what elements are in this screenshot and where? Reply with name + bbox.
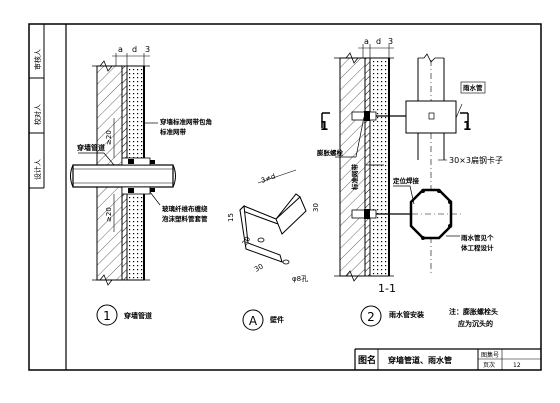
dim-side-bottom: ≥20	[105, 207, 113, 222]
detail-a-marker	[242, 309, 264, 331]
detail-2-downpipe: a d 3 1 1 雨水管 30×3扁钢卡子 膨胀螺栓 标准网带	[316, 37, 503, 327]
drawing-title: 穿墙管道、雨水管	[388, 355, 452, 365]
detail-a-bracket: 3≠d 15 30 30 30 φ8孔 A 壁件	[227, 169, 320, 331]
dim-bracket-30c: 30	[312, 203, 320, 212]
dim-bracket-30b: 30	[253, 262, 265, 273]
section-1-1-caption: 1-1	[378, 282, 396, 295]
detail-2-caption: 雨水管安装	[389, 310, 424, 319]
dim-bracket-hole: φ8孔	[292, 275, 308, 283]
dim2-d: d	[376, 37, 381, 46]
callout-mesh-corner: 穿墙标准网带包角	[160, 117, 212, 126]
outer-frame	[28, 23, 542, 371]
dim-3: 3	[145, 45, 150, 54]
dim-side-top: ≥20	[105, 130, 113, 145]
note-line-1: 注：膨胀螺栓头	[449, 307, 498, 316]
downpipe-note-1: 雨水管见个	[461, 233, 494, 242]
dim-bracket-15: 15	[227, 213, 235, 222]
callout-fiberglass: 玻璃纤维布缠绕	[162, 204, 208, 213]
page-number: 12	[513, 362, 521, 369]
callout-mesh: 标准网带	[159, 127, 187, 136]
page-label: 页次	[483, 361, 495, 369]
detail-a-caption: 壁件	[270, 315, 284, 324]
detail-2-marker	[360, 305, 382, 327]
downpipe-note-2: 体工程设计	[461, 243, 494, 252]
detail-a-letter: A	[249, 314, 258, 328]
dim2-a: a	[364, 37, 369, 46]
dim-d: d	[132, 45, 137, 54]
detail-2-number: 2	[367, 310, 375, 324]
atlas-label: 图集号	[481, 351, 499, 359]
callout-foam-sleeve: 泡沫塑料管套管	[162, 214, 208, 223]
wall-2	[339, 57, 366, 277]
anchor-bolt-label: 膨胀螺栓	[316, 148, 344, 157]
sidebar-checker: 审核人	[33, 49, 42, 70]
downpipe-label: 雨水管	[463, 83, 483, 92]
detail-1-pipe-through-wall: a d 3 ≥20 ≥20 穿墙管道 穿墙标准网带包角 标准网带 玻璃纤维布缠绕…	[70, 45, 212, 326]
clamp-spec-label: 30×3扁钢卡子	[449, 155, 503, 165]
section-mark-right: 1	[463, 119, 471, 133]
mesh-label: 标准网带	[350, 164, 359, 192]
sidebar-designer: 设计人	[33, 159, 42, 180]
title-label: 图名	[358, 354, 376, 366]
detail-1-marker	[96, 304, 118, 326]
dim2-3: 3	[388, 37, 393, 46]
pipe-label: 穿墙管道	[77, 143, 105, 152]
detail-1-caption: 穿墙管道	[124, 311, 152, 320]
section-mark-left: 1	[320, 119, 328, 133]
weld-label: 定位焊接	[392, 176, 420, 185]
sidebar-proofreader: 校对人	[33, 104, 42, 125]
dim-bracket-30a: 30	[241, 235, 252, 247]
title-block: 图名 穿墙管道、雨水管 图集号 页次 12	[354, 348, 541, 370]
detail-1-number: 1	[103, 309, 111, 323]
pipe-1	[72, 164, 174, 188]
insulation-2	[369, 57, 390, 277]
dim-a: a	[118, 45, 123, 54]
dim-bracket-length: 3≠d	[260, 172, 277, 185]
downpipe-elevation	[405, 100, 457, 134]
note-line-2: 应为沉头的	[458, 319, 493, 328]
